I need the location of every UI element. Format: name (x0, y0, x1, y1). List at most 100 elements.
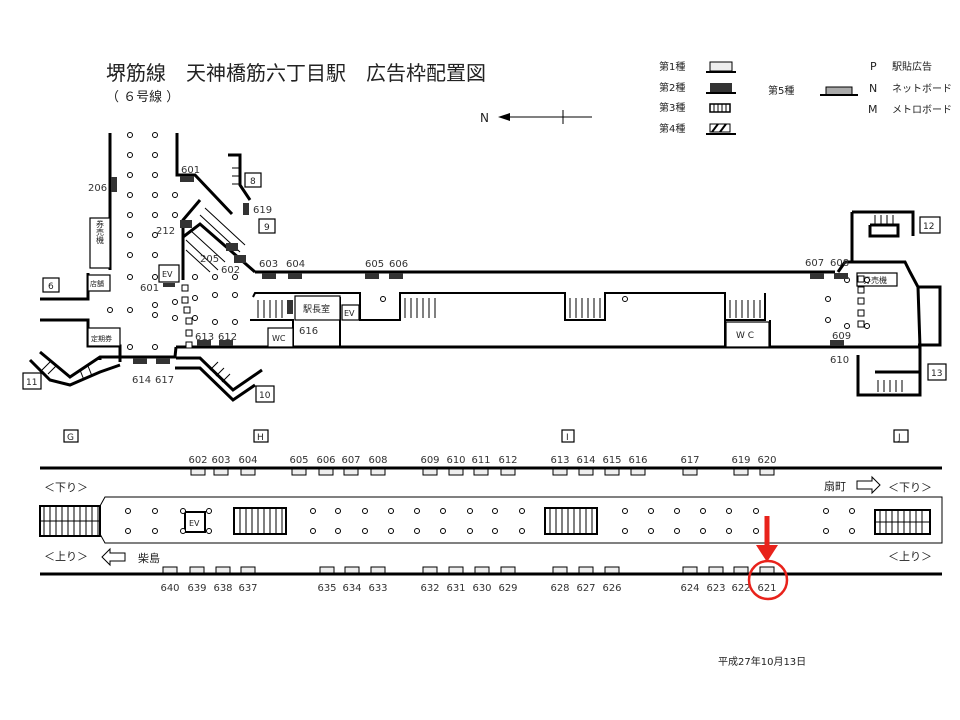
legend-code-p: P (870, 60, 877, 73)
ad-board-label: 608 (830, 258, 849, 269)
ad-board-type1[interactable] (500, 566, 516, 574)
ad-board-type1[interactable] (473, 468, 489, 476)
ticket-machine-label: 券売機 (96, 219, 105, 245)
stationmaster-label: 駅長室 (303, 303, 330, 315)
ad-board-type1[interactable] (422, 468, 438, 476)
ad-board-type1[interactable] (578, 468, 594, 476)
ad-board-type2[interactable] (156, 358, 170, 364)
ad-board-type1[interactable] (318, 468, 334, 476)
ad-board-type1[interactable] (215, 566, 231, 574)
ad-board-label: 602 (221, 265, 240, 276)
destination-kunijima: 柴島 (138, 551, 160, 565)
ad-board-label: 635 (317, 583, 336, 594)
ad-board-type1[interactable] (500, 468, 516, 476)
ad-board-label: 640 (160, 583, 179, 594)
ad-board-type2[interactable] (219, 340, 233, 346)
ad-board-type1[interactable] (162, 566, 178, 574)
pillar-icon (380, 296, 386, 302)
ad-board-type1[interactable] (448, 566, 464, 574)
ad-board-type1[interactable] (474, 566, 490, 574)
ad-board-type1[interactable] (630, 468, 646, 476)
pillar-icon (648, 508, 654, 514)
ad-board-type1[interactable] (733, 468, 749, 476)
north-label: N (480, 111, 489, 125)
ad-board-type1[interactable] (552, 468, 568, 476)
ad-board-type1[interactable] (552, 566, 568, 574)
ad-board-type1[interactable] (733, 566, 749, 574)
type1-board-icon (706, 61, 736, 73)
ad-board-type2[interactable] (262, 273, 276, 279)
ad-board-type1[interactable] (370, 566, 386, 574)
exit-13: 13 (931, 369, 942, 379)
pillar-icon (152, 528, 158, 534)
ad-board-type1[interactable] (759, 468, 775, 476)
ad-board-type1[interactable] (240, 468, 256, 476)
ad-board-type1[interactable] (682, 468, 698, 476)
column-i: I (566, 433, 569, 443)
ad-board-type2[interactable] (197, 340, 211, 346)
ad-board-type2[interactable] (830, 340, 844, 346)
ad-board-type1[interactable] (422, 566, 438, 574)
ad-board-type1[interactable] (759, 566, 775, 574)
ad-board-type1[interactable] (604, 468, 620, 476)
pillar-icon (440, 508, 446, 514)
exit-9: 9 (264, 223, 270, 233)
pillar-icon (152, 172, 158, 178)
ad-board-type2[interactable] (389, 273, 403, 279)
pillar-icon (212, 274, 218, 280)
ad-board-type1[interactable] (578, 566, 594, 574)
ad-board-type1[interactable] (344, 566, 360, 574)
ad-board-label: 628 (550, 583, 569, 594)
pillar-icon (700, 528, 706, 534)
platform-pillars (125, 508, 855, 534)
ad-board-label: 617 (680, 455, 699, 466)
ad-board-label: 606 (316, 455, 335, 466)
ad-board-type2[interactable] (810, 273, 824, 279)
ad-board-type1[interactable] (189, 566, 205, 574)
pillar-icon (192, 274, 198, 280)
ad-board-type2[interactable] (163, 283, 175, 287)
ad-board-label: 206 (88, 183, 107, 194)
ad-board-type1[interactable] (682, 566, 698, 574)
ad-board-type2[interactable] (111, 177, 117, 192)
ad-board-type1[interactable] (213, 468, 229, 476)
ad-board-type2[interactable] (287, 300, 293, 314)
legend-type-2: 第2種 (659, 81, 685, 94)
ad-board-type2[interactable] (133, 358, 147, 364)
pillar-icon (753, 528, 759, 534)
pillar-icon (125, 508, 131, 514)
ad-board-type1[interactable] (240, 566, 256, 574)
platform-stairs (39, 505, 931, 537)
ad-board-type1[interactable] (448, 468, 464, 476)
ad-board-type1[interactable] (370, 468, 386, 476)
pillar-icon (127, 274, 133, 280)
ad-board-type1[interactable] (708, 566, 724, 574)
post-icon (857, 320, 865, 328)
ad-board-type2[interactable] (834, 273, 848, 279)
ad-board-type1[interactable] (190, 468, 206, 476)
post-icon (857, 297, 865, 305)
post-icon (183, 306, 191, 314)
column-j: J (897, 433, 901, 443)
ad-board-type2[interactable] (226, 243, 238, 251)
ad-board-label: 605 (289, 455, 308, 466)
ad-board-type1[interactable] (319, 566, 335, 574)
ad-board-type1[interactable] (291, 468, 307, 476)
pillar-icon (152, 252, 158, 258)
direction-up-left: ＜上り＞ (44, 550, 88, 563)
pillar-icon (206, 508, 212, 514)
ad-board-type1[interactable] (343, 468, 359, 476)
ad-board-type2[interactable] (365, 273, 379, 279)
pillar-icon (152, 212, 158, 218)
type5-board-icon (820, 86, 858, 96)
ad-board-type2[interactable] (180, 220, 192, 228)
ad-board-type1[interactable] (604, 566, 620, 574)
pillar-icon (864, 277, 870, 283)
ad-board-type2[interactable] (180, 176, 194, 182)
ad-board-type2[interactable] (288, 273, 302, 279)
ad-board-type2[interactable] (234, 255, 246, 263)
ad-board-type2[interactable] (243, 203, 249, 215)
shop-label: 店舗 (90, 279, 104, 288)
ad-board-label: 608 (368, 455, 387, 466)
